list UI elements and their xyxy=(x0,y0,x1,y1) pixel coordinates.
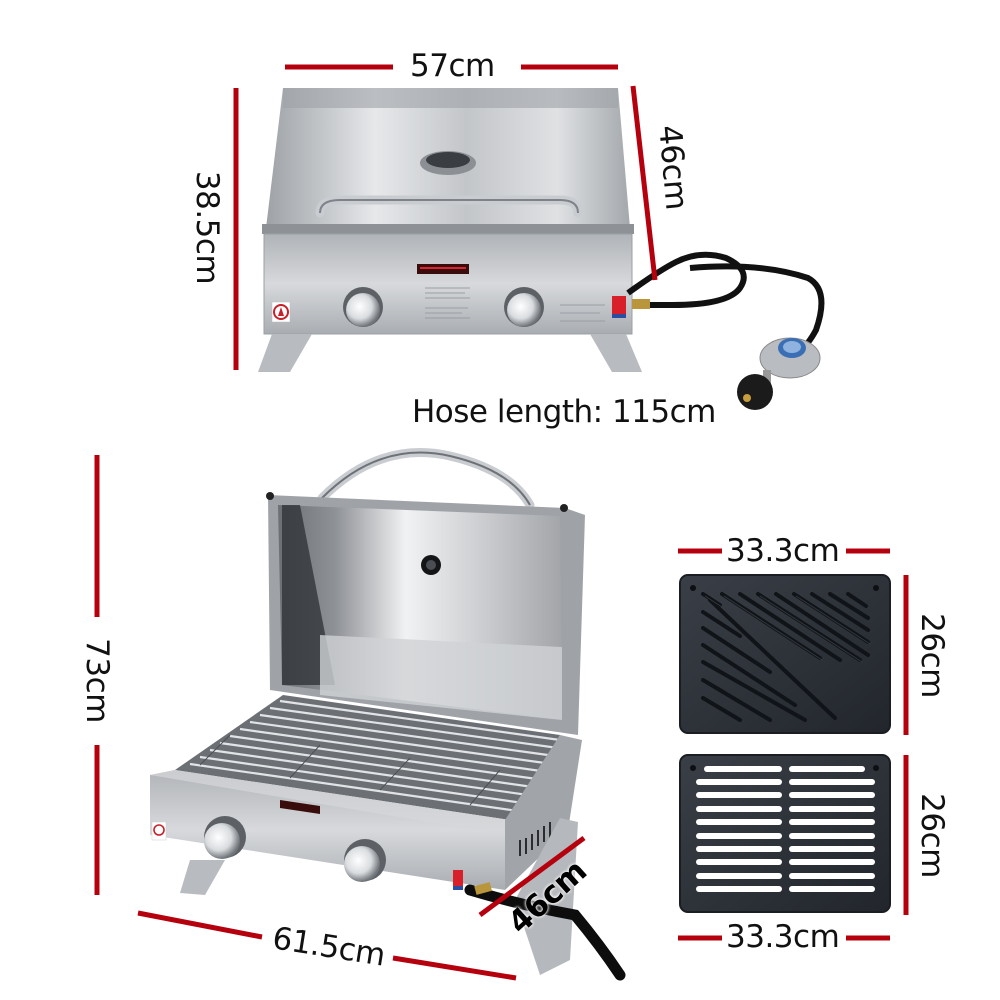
open-grill xyxy=(150,448,626,981)
griddle-width-label: 33.3cm xyxy=(726,533,840,569)
open-height-label: 73cm xyxy=(78,638,115,723)
dimension-lines xyxy=(94,64,909,981)
closed-depth-label: 46cm xyxy=(651,123,695,212)
grate-height-label: 26cm xyxy=(913,793,950,878)
closed-width-label: 57cm xyxy=(410,48,495,84)
closed-height-label: 38.5cm xyxy=(189,170,226,285)
grate-width-label: 33.3cm xyxy=(726,919,840,955)
hose-length-label: Hose length: 115cm xyxy=(412,394,716,430)
closed-grill xyxy=(258,88,825,410)
grill-grate xyxy=(679,754,891,913)
gas-regulator-icon xyxy=(737,337,821,410)
thermometer-icon xyxy=(421,555,441,575)
griddle-plate xyxy=(679,574,891,734)
flame-logo-icon xyxy=(271,301,291,323)
griddle-height-label: 26cm xyxy=(913,613,950,698)
